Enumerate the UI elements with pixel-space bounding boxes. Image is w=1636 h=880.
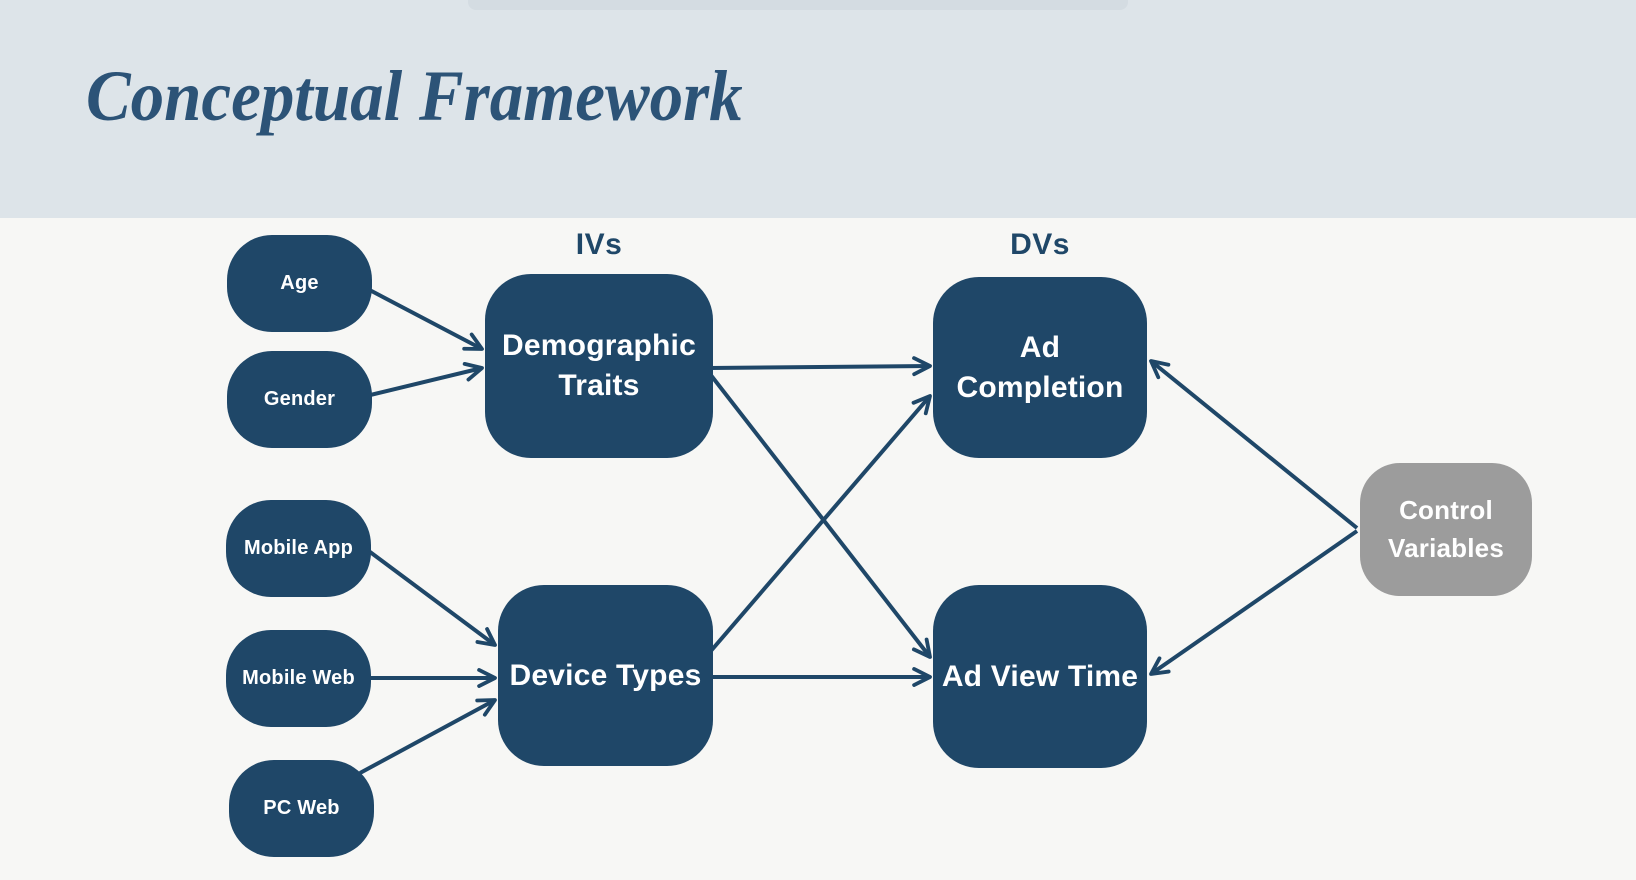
node-device-types: Device Types: [498, 585, 713, 766]
edge-control-variables-to-ad-completion-arrow: [1149, 359, 1359, 530]
edge-control-variables-to-ad-view-time-arrow: [1149, 529, 1359, 676]
edge-gender-to-demographic-traits-arrow: [361, 361, 484, 399]
node-control-variables: Control Variables: [1360, 463, 1532, 596]
edge-demographic-traits-to-ad-view-time-arrow: [708, 372, 932, 659]
page-title: Conceptual Framework: [86, 56, 743, 136]
edge-device-types-to-ad-completion-arrow: [708, 394, 932, 654]
node-demographic-traits: Demographic Traits: [485, 274, 713, 458]
edge-age-to-demographic-traits-arrow: [361, 284, 484, 351]
ivs-section-label: IVs: [575, 228, 623, 261]
edge-pc-web-to-device-types-arrow: [359, 698, 497, 775]
slide-header: Conceptual Framework: [0, 0, 1636, 218]
header-top-strip: [468, 0, 1128, 10]
node-gender: Gender: [227, 351, 372, 448]
node-age: Age: [227, 235, 372, 332]
edge-mobile-app-to-device-types-arrow: [360, 544, 497, 647]
edge-demographic-traits-to-ad-completion-arrow: [709, 356, 932, 377]
node-mobile-app: Mobile App: [226, 500, 371, 597]
node-mobile-web: Mobile Web: [226, 630, 371, 727]
dvs-section-label: DVs: [1010, 228, 1070, 261]
node-pc-web: PC Web: [229, 760, 374, 857]
node-ad-view-time: Ad View Time: [933, 585, 1147, 768]
node-ad-completion: Ad Completion: [933, 277, 1147, 458]
